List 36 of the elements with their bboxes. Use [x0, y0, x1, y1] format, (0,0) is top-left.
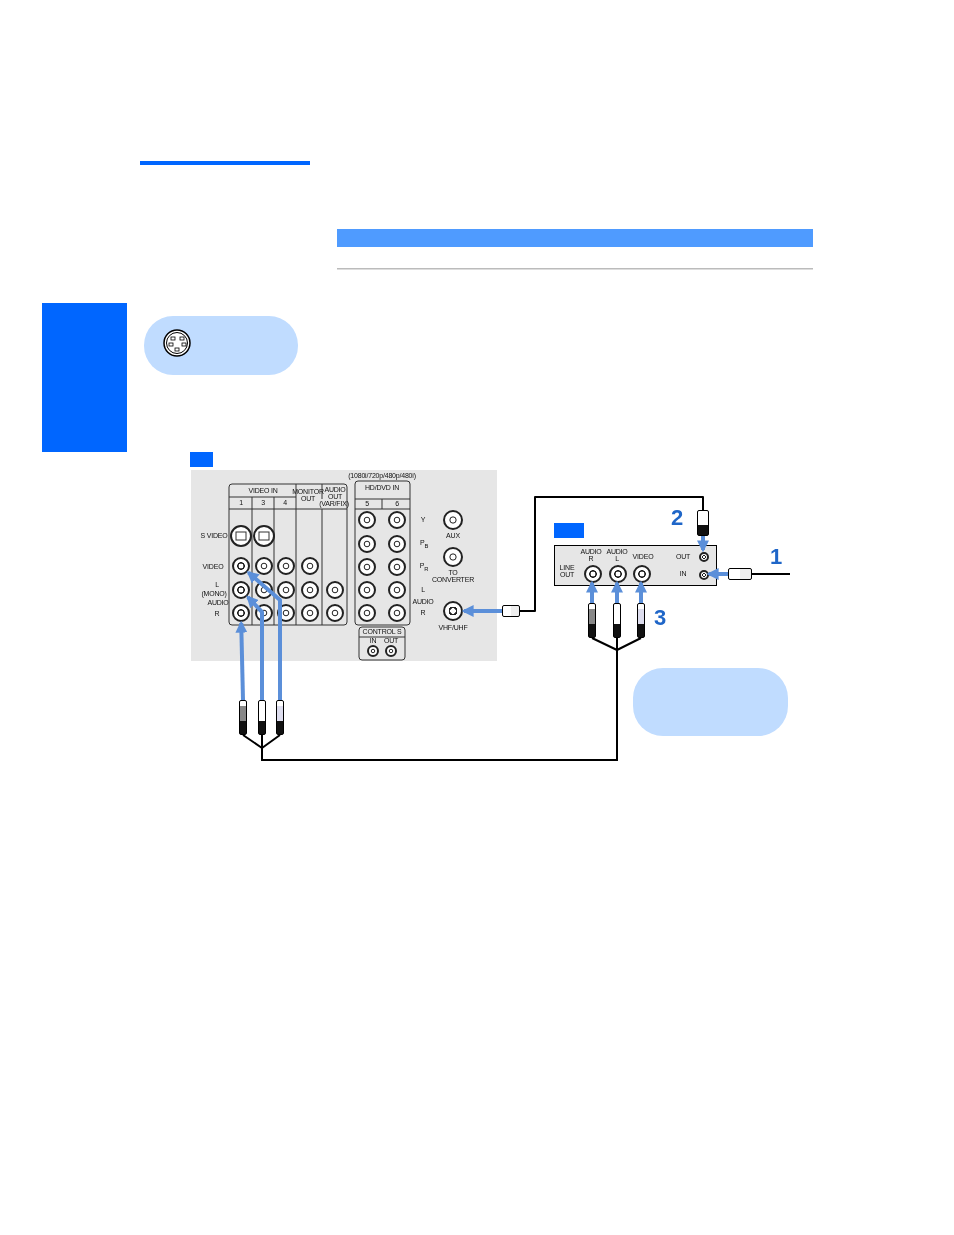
rca-plug	[613, 603, 621, 638]
callout-number: 3	[654, 606, 666, 630]
note-bubble	[633, 668, 788, 736]
rca-plug	[276, 700, 284, 735]
arrow	[697, 536, 709, 553]
cable	[519, 496, 704, 612]
rca-plug	[239, 700, 247, 735]
arrow	[706, 568, 728, 580]
jack	[609, 565, 627, 583]
coax-plug	[728, 568, 752, 580]
callout-number: 2	[671, 506, 683, 530]
note-bubble	[144, 316, 298, 375]
rca-plug	[258, 700, 266, 735]
cable	[751, 573, 791, 575]
device-panel	[554, 545, 717, 586]
side-tab	[42, 303, 127, 452]
jack	[232, 604, 250, 622]
jack	[699, 552, 709, 562]
rca-plug	[588, 603, 596, 638]
jack	[232, 557, 250, 575]
arrow	[235, 620, 248, 701]
arrow	[246, 571, 282, 700]
arrow	[246, 595, 264, 700]
coax-plug	[697, 510, 709, 536]
arrow	[611, 580, 623, 603]
arrow	[461, 605, 502, 617]
jack	[232, 581, 250, 599]
jack	[584, 565, 602, 583]
coax-plug	[502, 605, 520, 617]
jack	[633, 565, 651, 583]
jack	[699, 570, 709, 580]
callout-number: 1	[770, 545, 782, 569]
arrow	[635, 580, 647, 603]
rca-plug	[637, 603, 645, 638]
jack	[443, 601, 463, 621]
arrow	[586, 580, 598, 603]
